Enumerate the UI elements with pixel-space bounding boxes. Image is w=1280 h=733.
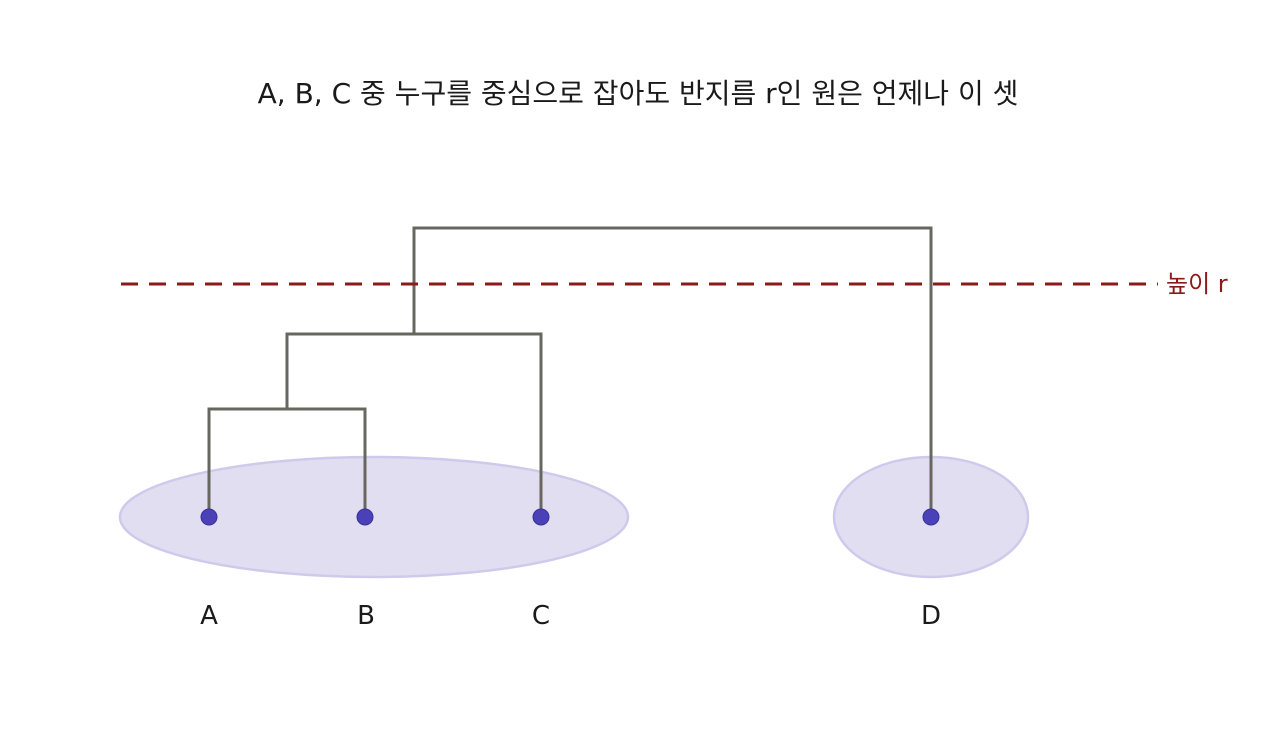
group-ellipse-abc bbox=[118, 455, 630, 579]
diagram-title: A, B, C 중 누구를 중심으로 잡아도 반지름 r인 원은 언제나 이 셋 bbox=[258, 77, 1019, 110]
leaf-node-b bbox=[356, 508, 374, 526]
leaf-label-b: B bbox=[357, 601, 375, 631]
leaf-label-c: C bbox=[532, 601, 550, 631]
cut-line-label: 높이 r bbox=[1166, 270, 1228, 298]
leaf-nodes bbox=[200, 508, 940, 526]
leaf-label-d: D bbox=[921, 601, 941, 631]
leaf-labels: A B C D bbox=[200, 601, 941, 631]
merge-branch-abc-d bbox=[412, 226, 933, 517]
leaf-label-a: A bbox=[200, 601, 218, 631]
group-highlights bbox=[118, 455, 1030, 579]
leaf-node-a bbox=[200, 508, 218, 526]
leaf-node-c bbox=[532, 508, 550, 526]
dendrogram-branches bbox=[207, 226, 933, 517]
leaf-node-d bbox=[922, 508, 940, 526]
